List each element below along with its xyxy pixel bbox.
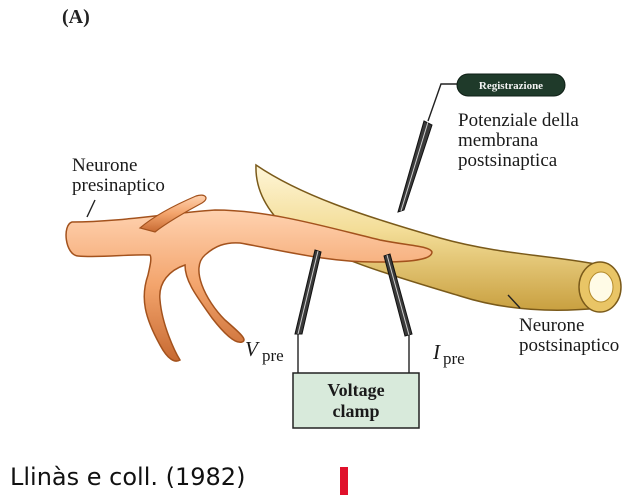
presynaptic-label-line-1: Neurone	[72, 155, 137, 176]
recording-label: Registrazione	[479, 80, 543, 92]
v-pre-subscript: pre	[262, 346, 284, 365]
citation: Llinàs e coll. (1982)	[10, 463, 245, 491]
voltage-clamp-line-1: Voltage	[327, 380, 384, 400]
v-pre-symbol: V	[245, 337, 260, 361]
potential-label-line-3: postsinaptica	[458, 150, 558, 171]
voltage-clamp-line-2: clamp	[333, 401, 380, 421]
postsynaptic-label-line-1: Neurone	[519, 315, 584, 336]
recording-electrode	[398, 84, 458, 212]
postsynaptic-label-line-2: postsinaptico	[519, 335, 619, 356]
voltage-clamp-box: Voltage clamp	[293, 373, 419, 428]
v-pre-electrode	[295, 250, 321, 334]
presynaptic-label-line-2: presinaptico	[72, 175, 165, 196]
i-pre-symbol: I	[432, 340, 441, 364]
i-pre-subscript: pre	[443, 349, 465, 368]
recording-badge: Registrazione	[457, 74, 565, 96]
presynaptic-leader-line	[87, 200, 95, 217]
accent-bar	[340, 467, 348, 495]
potential-label-line-1: Potenziale della	[458, 110, 579, 131]
potential-label-line-2: membrana	[458, 130, 539, 151]
